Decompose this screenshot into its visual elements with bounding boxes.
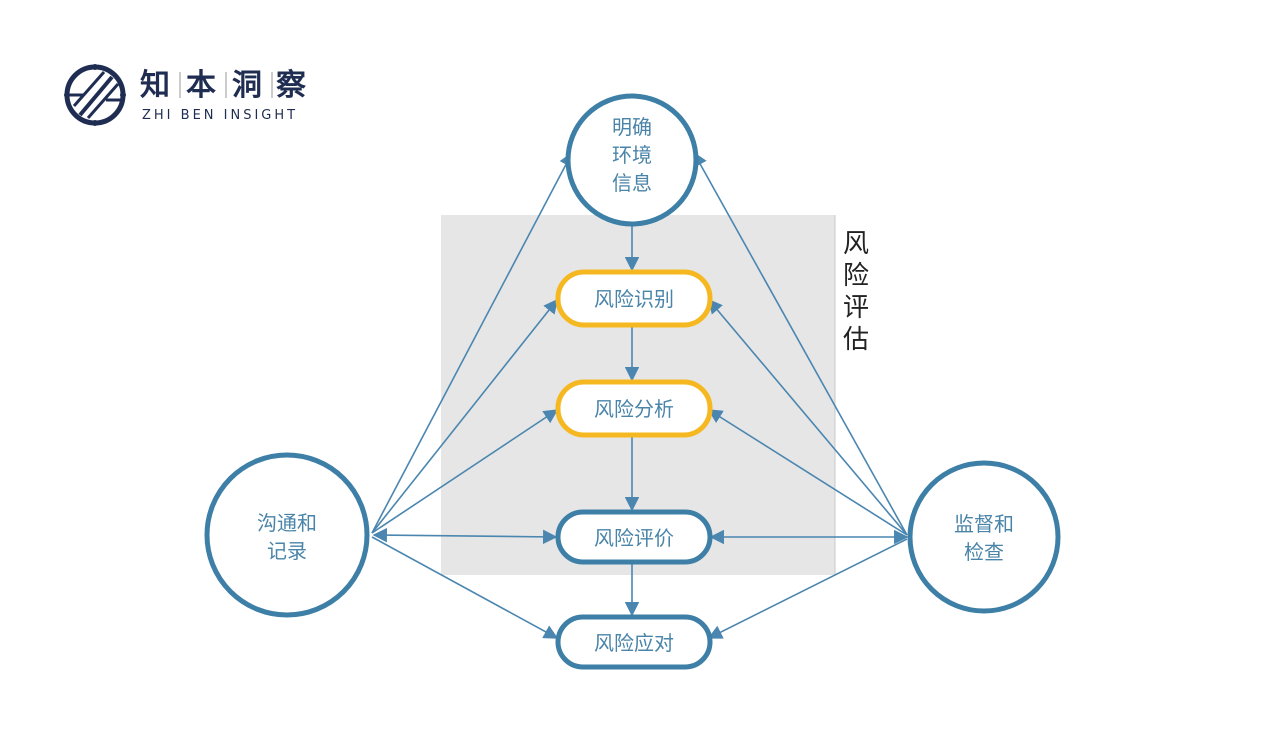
label-char: 估 bbox=[843, 325, 869, 355]
node-text: 监督和 bbox=[954, 512, 1014, 536]
step-identification: 风险识别 bbox=[555, 269, 713, 328]
node-monitoring: 监督和 检查 bbox=[907, 460, 1061, 614]
label-char: 评 bbox=[843, 293, 869, 323]
step-text: 风险应对 bbox=[594, 631, 674, 655]
logo-char: 察 bbox=[276, 68, 307, 103]
node-communication: 沟通和 记录 bbox=[204, 452, 370, 618]
node-text: 明确 bbox=[612, 115, 652, 139]
arrow bbox=[707, 538, 908, 639]
logo-subtitle: ZHI BEN INSIGHT bbox=[142, 108, 298, 123]
logo-char: 洞 bbox=[232, 68, 262, 103]
step-evaluation: 风险评价 bbox=[555, 509, 713, 565]
node-text: 检查 bbox=[964, 540, 1004, 564]
step-treatment: 风险应对 bbox=[555, 614, 713, 670]
step-text: 风险识别 bbox=[594, 287, 674, 311]
arrow bbox=[371, 151, 573, 534]
risk-assessment-label: 风 险 评 估 bbox=[843, 229, 869, 355]
label-char: 险 bbox=[843, 261, 869, 291]
step-text: 风险评价 bbox=[594, 526, 674, 550]
step-text: 风险分析 bbox=[594, 397, 674, 421]
arrow bbox=[371, 536, 559, 639]
arrow bbox=[371, 409, 559, 534]
arrow bbox=[707, 409, 908, 536]
arrow bbox=[708, 298, 908, 536]
node-text: 环境 bbox=[612, 143, 652, 167]
step-analysis: 风险分析 bbox=[555, 379, 713, 438]
node-text: 记录 bbox=[267, 539, 307, 563]
logo-char: 本 bbox=[186, 68, 216, 103]
logo-char: 知 bbox=[140, 68, 170, 103]
label-char: 风 bbox=[843, 229, 869, 259]
node-context: 明确 环境 信息 bbox=[565, 93, 699, 227]
node-text: 沟通和 bbox=[257, 511, 317, 535]
arrows bbox=[371, 151, 909, 639]
arrow bbox=[693, 151, 908, 536]
arrow bbox=[372, 527, 558, 545]
logo: 知 本 洞 察 ZHI BEN INSIGHT bbox=[64, 64, 307, 126]
arrow bbox=[371, 298, 558, 534]
logo-mark-icon bbox=[64, 64, 126, 126]
node-text: 信息 bbox=[612, 171, 652, 195]
